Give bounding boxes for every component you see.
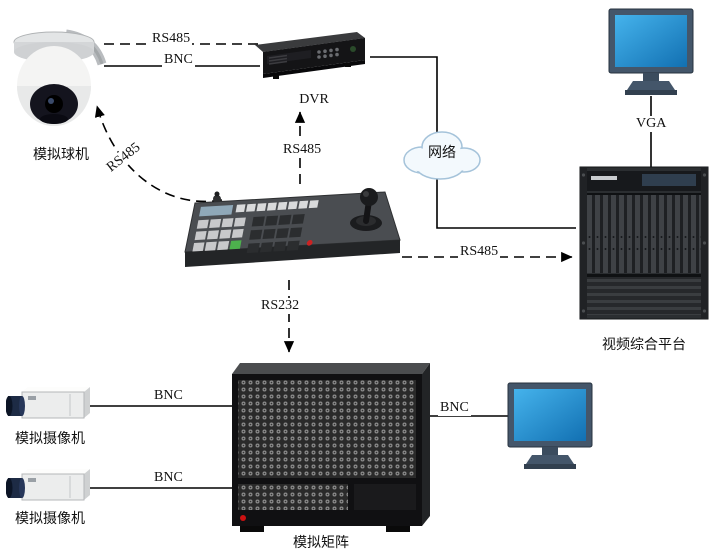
- dome-camera-device: [6, 20, 116, 140]
- monitor-bottom-device: [506, 382, 594, 472]
- network-cloud: [392, 120, 492, 188]
- monitor-top-device: [607, 8, 695, 98]
- dome-camera-label: 模拟球机: [33, 148, 89, 163]
- dvr-icon: [255, 32, 365, 79]
- video-platform-device: [578, 165, 710, 323]
- label-matrix-monitor-bnc: BNC: [438, 400, 471, 417]
- analog-matrix-label: 模拟矩阵: [293, 536, 349, 551]
- label-keyboard-matrix-rs232: RS232: [259, 298, 302, 315]
- label-keyboard-dvr-rs485: RS485: [281, 142, 324, 159]
- control-keyboard-icon: [184, 188, 401, 267]
- label-keyboard-platform-rs485: RS485: [458, 244, 501, 261]
- video-platform-label: 视频综合平台: [602, 338, 686, 353]
- wire-keyboard-dome-rs485: [94, 105, 223, 203]
- label-dome-dvr-rs485: RS485: [150, 31, 193, 48]
- network-cloud-label: 网络: [428, 146, 456, 161]
- monitor-icon: [507, 382, 593, 469]
- label-platform-monitor-vga: VGA: [634, 116, 669, 133]
- box-camera-icon: [5, 469, 90, 501]
- analog-matrix-device: [226, 358, 436, 534]
- box-camera-icon: [5, 387, 90, 419]
- box-camera-1-label: 模拟摄像机: [15, 432, 85, 447]
- box-camera-2-label: 模拟摄像机: [15, 512, 85, 527]
- box-camera-2-device: [5, 462, 96, 514]
- monitor-icon: [608, 8, 694, 95]
- label-dome-dvr-bnc: BNC: [162, 52, 195, 69]
- analog-matrix-icon: [232, 363, 430, 532]
- dvr-device: [253, 30, 375, 92]
- control-keyboard-device: [183, 183, 403, 278]
- dvr-label: DVR: [299, 92, 329, 107]
- label-camera2-matrix-bnc: BNC: [152, 470, 185, 487]
- label-camera1-matrix-bnc: BNC: [152, 388, 185, 405]
- cloud-icon: [403, 131, 481, 180]
- dome-camera-icon: [13, 29, 107, 126]
- video-platform-icon: [579, 166, 709, 320]
- box-camera-1-device: [5, 380, 96, 432]
